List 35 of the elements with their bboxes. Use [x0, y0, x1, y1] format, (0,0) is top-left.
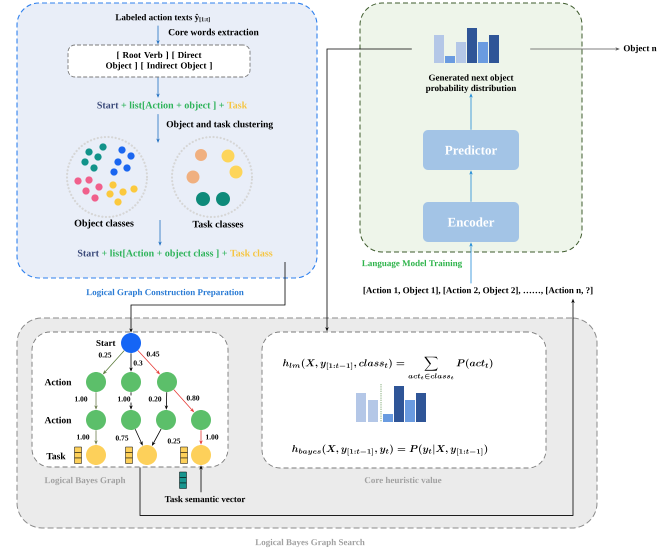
graph-circle	[86, 372, 106, 392]
row-label: Action	[44, 378, 72, 386]
panel-title: Core heuristic value	[364, 476, 442, 484]
row-label: Task	[46, 452, 66, 460]
model-box: Encoder	[423, 202, 519, 242]
graph-circle	[86, 410, 106, 430]
row-label: Action	[44, 416, 72, 424]
formula: $h_{bayes}(X, y_{[1:t-1]}, y_t) = P(y_t | X, y_{[1:t-1]})$	[292, 444, 488, 456]
node-label: Start	[96, 340, 116, 346]
cluster-label: Object classes	[74, 219, 134, 229]
edge-label: Object and task clustering	[165, 120, 274, 130]
chart-caption: Generated next object probability distribution	[426, 74, 516, 93]
graph-circle	[121, 410, 141, 430]
model-box: Predictor	[423, 130, 519, 170]
panel-title: Logical Bayes Graph	[44, 476, 126, 486]
cluster-label: Task classes	[192, 220, 244, 228]
sequence-text: Start + list[Action + object class ] + Task class	[78, 249, 272, 259]
text-label: Labeled action texts ŷ$_{[1:t]}$	[116, 14, 210, 22]
graph-circle	[121, 372, 141, 392]
panel-title: Logical Bayes Graph Search	[255, 538, 365, 548]
edge-label: Core words extraction	[167, 28, 260, 36]
graph-circle	[191, 410, 211, 430]
graph-circle	[156, 410, 176, 430]
text-label: [Action 1, Object 1], [Action 2, Object 2], ……, [Action n, ?]	[364, 286, 592, 296]
graph-circle	[86, 445, 106, 465]
dashed-box: [ Root Verb ] [ Direct Object ] [ Indirect Object ]	[68, 44, 250, 78]
panel-title: Logical Graph Construction Preparation	[86, 288, 244, 298]
text-label: Object n	[624, 44, 656, 54]
sequence-text: Start + list[Action + object ] + Task	[97, 101, 248, 111]
graph-circle	[137, 445, 157, 465]
graph-circle	[191, 445, 211, 465]
graph-circle	[157, 372, 177, 392]
text-label: Task semantic vector	[164, 496, 246, 502]
panel-title: Language Model Training	[362, 260, 462, 268]
formula: $h_{lm}(X, y_{[1:t-1]}, class_t) = \sum_{act_t \in class_t} P(act_t)$	[283, 356, 492, 380]
